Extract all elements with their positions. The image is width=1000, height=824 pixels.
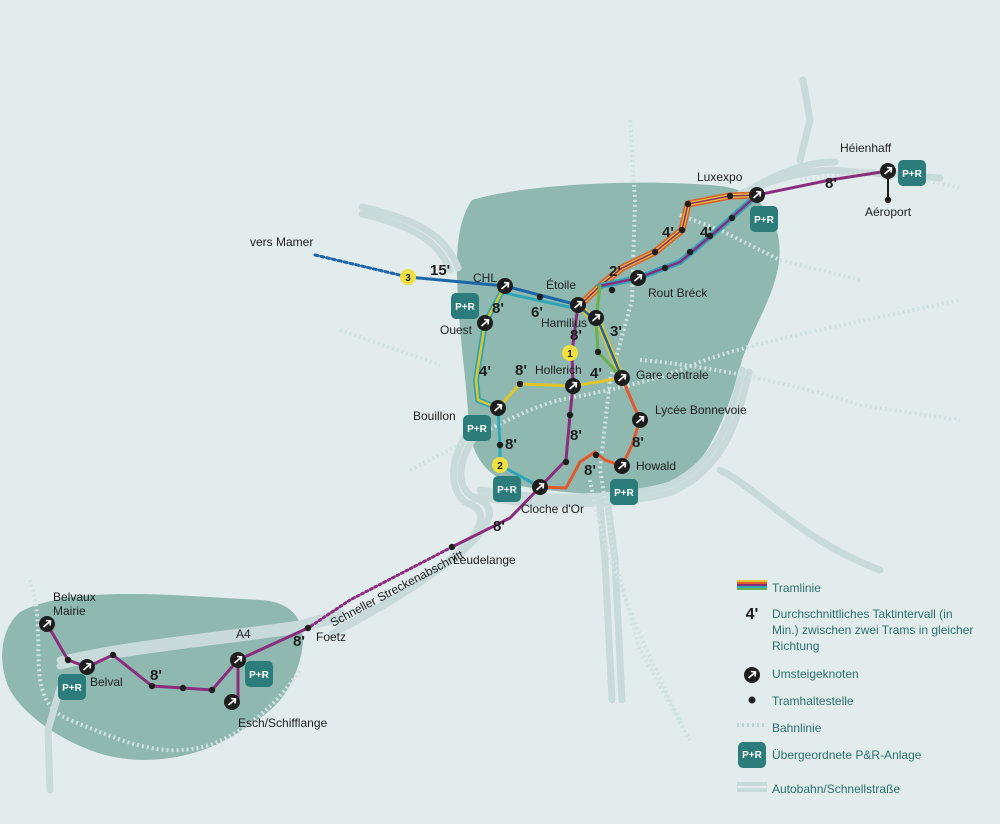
park-ride-heienhaff: P+R — [898, 160, 926, 186]
legend-motorway: Autobahn/Schnellstraße — [732, 781, 998, 797]
interval-hollerich-w: 8' — [515, 362, 527, 379]
interval-lycee: 8' — [632, 434, 644, 451]
svg-text:P+R: P+R — [497, 485, 518, 496]
park-ride-a4: P+R — [245, 661, 273, 687]
legend-stop: Tramhaltestelle — [732, 693, 998, 709]
label-foetz: Foetz — [316, 630, 346, 644]
park-ride-luxexpo: P+R — [750, 206, 778, 232]
svg-text:P+R: P+R — [614, 488, 635, 499]
tram-lines — [45, 169, 890, 704]
label-rout-breck: Rout Bréck — [648, 286, 708, 300]
interval-hollerich-e: 4' — [590, 365, 602, 382]
legend-interval: 4' Durchschnittliches Taktintervall (in … — [745, 606, 974, 653]
marker-3: 3 — [405, 273, 411, 284]
park-ride-belval: P+R — [58, 674, 86, 700]
label-belval: Belval — [90, 675, 123, 689]
svg-text:P+R: P+R — [62, 683, 83, 694]
interval-howald: 8' — [584, 462, 596, 479]
label-esch-schifflange: Esch/Schifflange — [238, 716, 327, 730]
interval-luxexpo-a: 4' — [662, 224, 674, 241]
label-cloche-dor: Cloche d'Or — [521, 502, 584, 516]
interval-belval: 8' — [150, 667, 162, 684]
interval-hamilius: 8' — [570, 327, 582, 344]
park-ride-chl: P+R — [451, 293, 479, 319]
interval-kirchberg: 2' — [609, 263, 621, 280]
label-chl: CHL — [473, 271, 497, 285]
label-etoile: Étoile — [546, 277, 576, 292]
label-belvaux: Belvaux — [53, 590, 96, 604]
legend-tramline: Tramlinie — [732, 580, 998, 596]
label-mairie: Mairie — [53, 604, 86, 618]
interval-gare: 3' — [610, 323, 622, 340]
svg-text:P+R: P+R — [249, 670, 270, 681]
label-hollerich: Hollerich — [535, 363, 582, 377]
label-vers-mamer: vers Mamer — [250, 235, 313, 249]
park-ride-markers: P+R P+R P+R P+R P+R P+R P+R P+R — [58, 160, 926, 700]
legend-park-ride: P+R Übergeordnete P&R-Anlage — [732, 742, 998, 768]
interval-chl: 8' — [492, 300, 504, 317]
interval-leudelange: 8' — [493, 518, 505, 535]
park-ride-cloche-dor: P+R — [493, 476, 521, 502]
interval-ouest: 4' — [479, 363, 491, 380]
rail-icon — [732, 720, 772, 730]
city-area — [456, 182, 780, 495]
label-luxexpo: Luxexpo — [697, 170, 743, 184]
legend-interchange: Umsteigeknoten — [732, 666, 998, 684]
interval-mamer: 15' — [430, 262, 450, 279]
svg-text:P+R: P+R — [902, 169, 923, 180]
label-heienhaff: Héienhaff — [840, 141, 892, 155]
interval-chl-etoile: 6' — [531, 304, 543, 321]
interval-bouillon: 8' — [505, 436, 517, 453]
label-gare-centrale: Gare centrale — [636, 368, 709, 382]
svg-text:P+R: P+R — [455, 302, 476, 313]
interval-foetz: 8' — [293, 633, 305, 650]
stop-icon — [732, 693, 772, 707]
park-ride-howald: P+R — [610, 479, 638, 505]
park-ride-icon: P+R — [732, 742, 772, 768]
svg-text:P+R: P+R — [754, 215, 775, 226]
marker-2: 2 — [497, 461, 503, 472]
project-markers: 1 2 3 — [400, 269, 578, 473]
park-ride-bouillon: P+R — [463, 415, 491, 441]
svg-text:P+R: P+R — [467, 424, 488, 435]
label-leudelange: Leudelange — [453, 553, 516, 567]
label-hamilius: Hamilius — [541, 316, 587, 330]
motorway-icon — [732, 781, 772, 793]
marker-1: 1 — [567, 349, 573, 360]
interval-aeroport: 8' — [825, 175, 837, 192]
label-howald: Howald — [636, 459, 676, 473]
tramline-icon — [732, 580, 772, 590]
label-fast-section: Schneller Streckenabschnitt — [328, 547, 466, 630]
label-aeroport: Aéroport — [865, 205, 912, 219]
label-a4: A4 — [236, 627, 251, 641]
interval-luxexpo-b: 4' — [700, 224, 712, 241]
legend-rail: Bahnlinie — [732, 720, 998, 736]
interval-labels: 15' 8' 4' 4' 2' 8' 6' 8' 3' 4' 8' 4' 8' … — [150, 175, 837, 684]
interval-hollerich-s: 8' — [570, 427, 582, 444]
interval-sample: 4' — [745, 606, 759, 623]
interchange-icon — [732, 666, 772, 684]
label-ouest: Ouest — [440, 323, 473, 337]
label-lycee-bonnevoie: Lycée Bonnevoie — [655, 403, 747, 417]
label-bouillon: Bouillon — [413, 409, 456, 423]
